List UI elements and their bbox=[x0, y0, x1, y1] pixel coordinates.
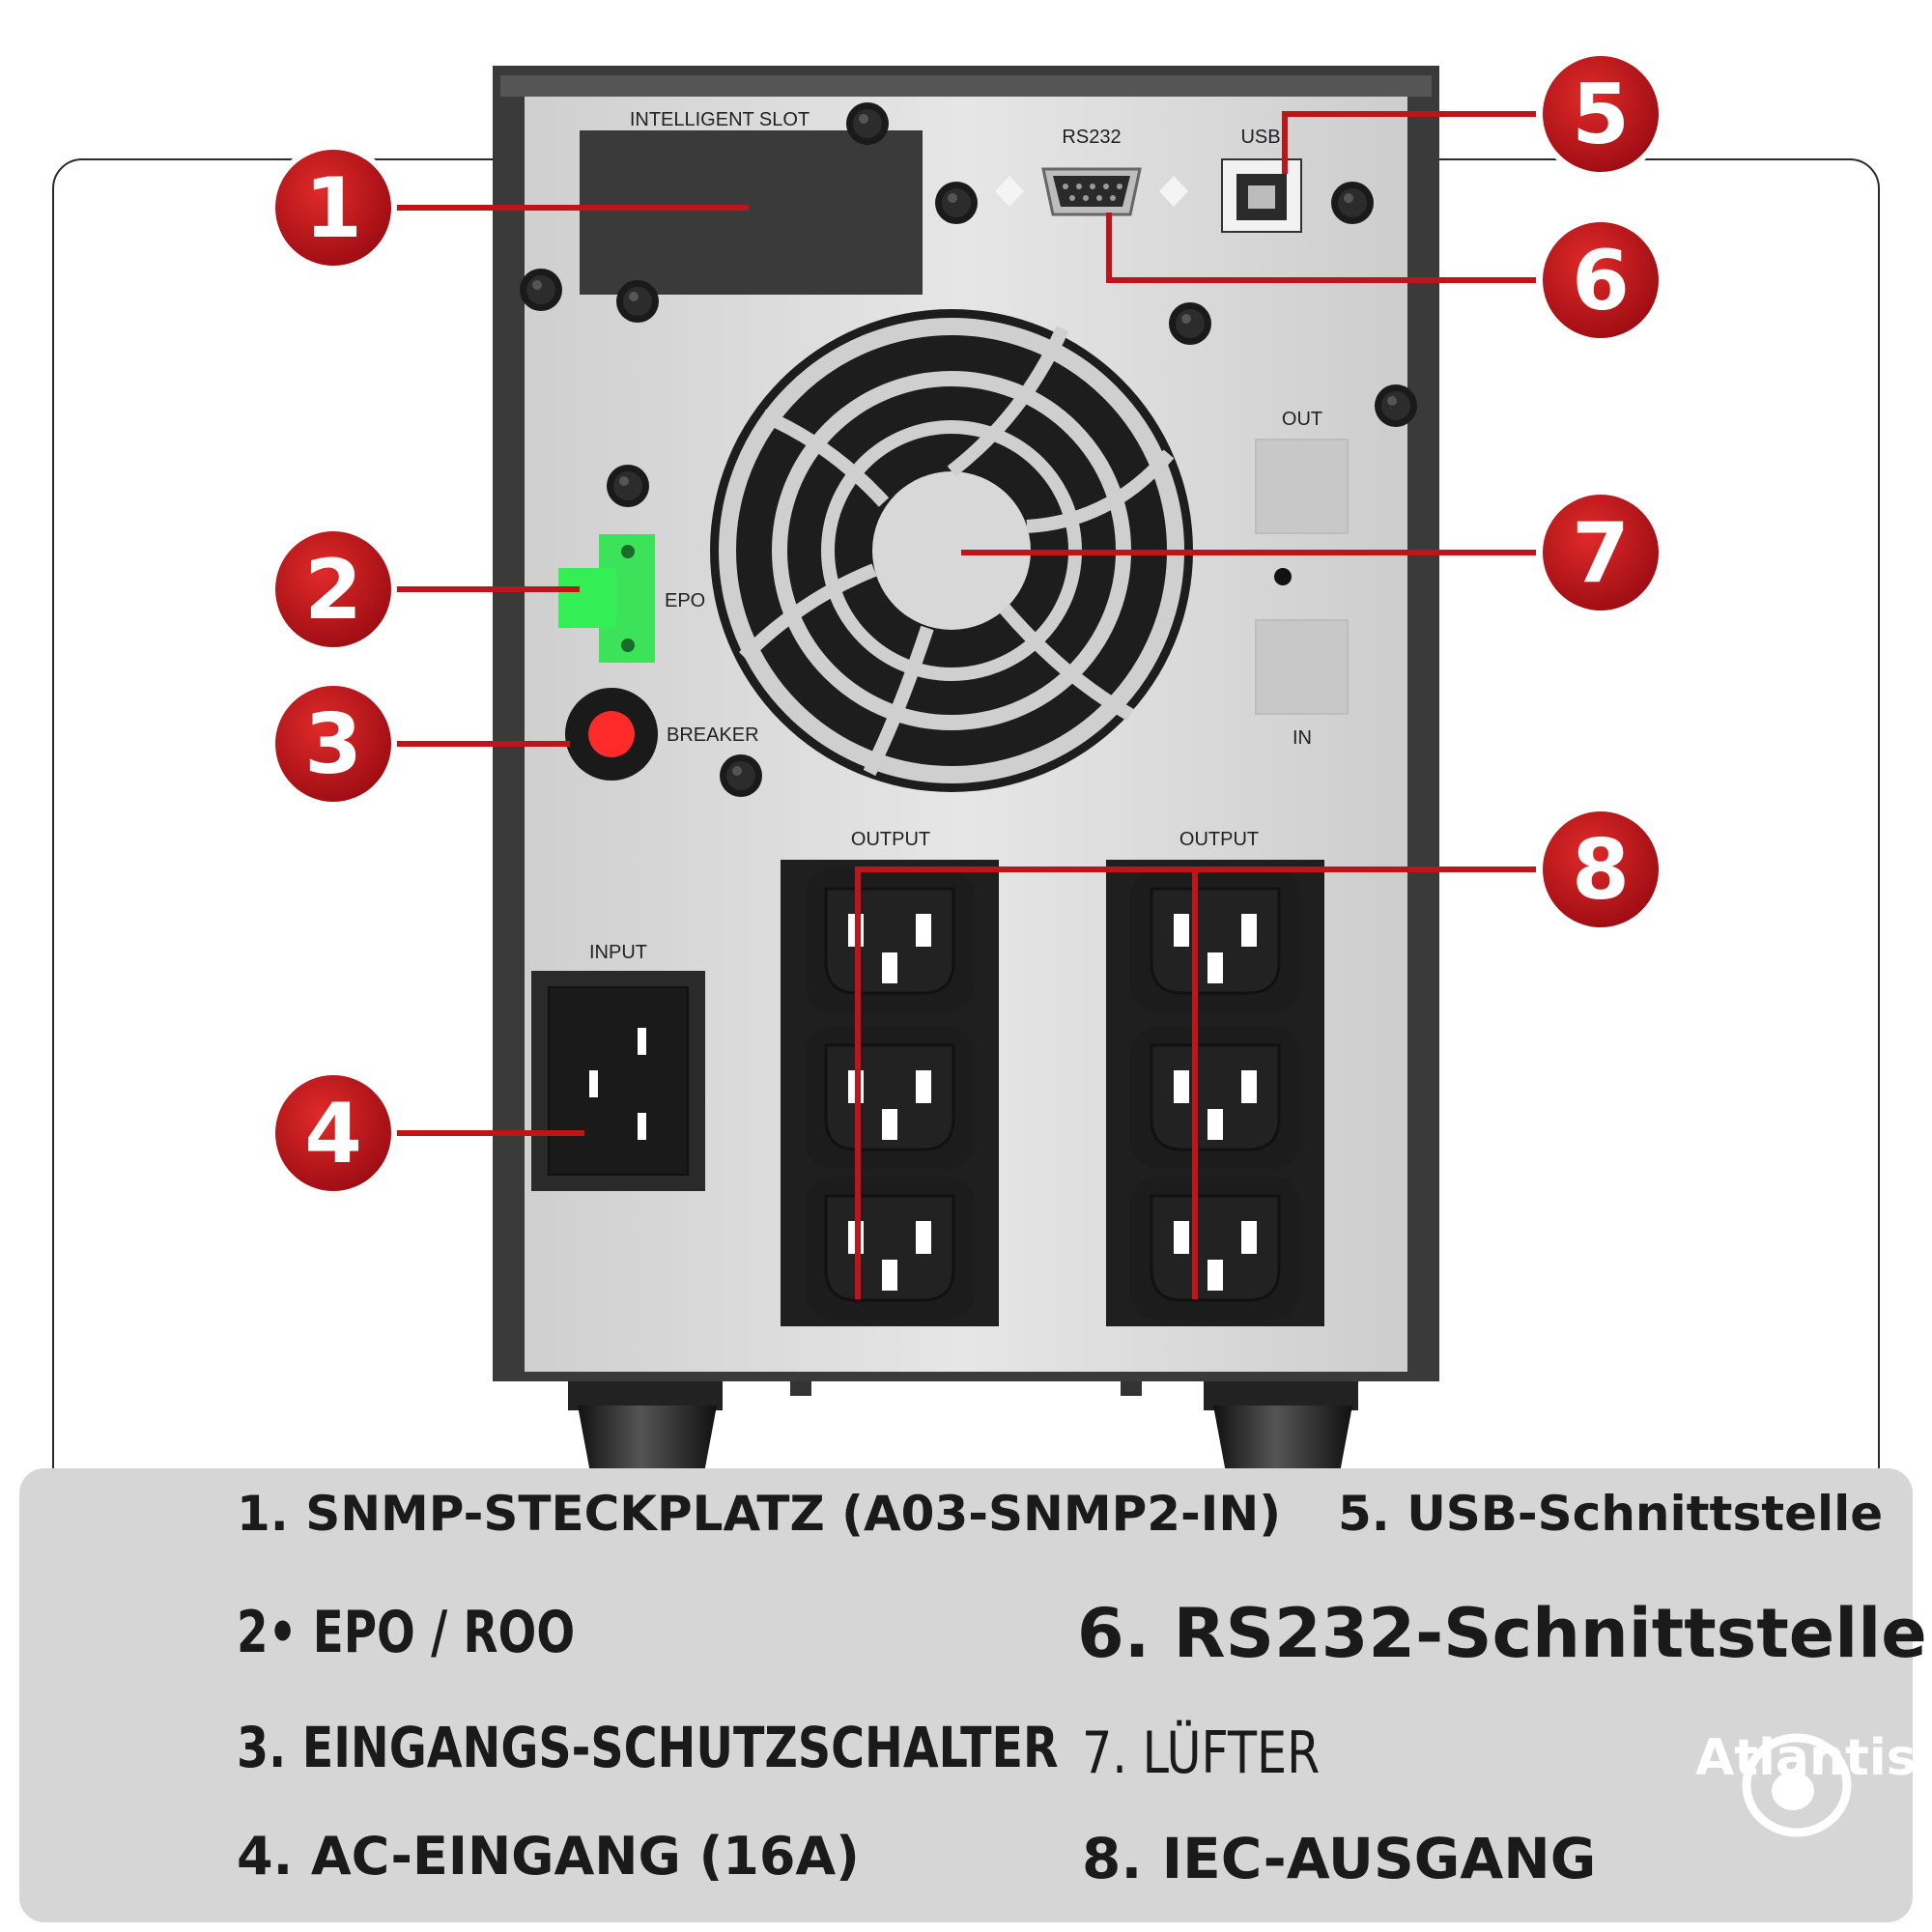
label-rs232: RS232 bbox=[1062, 127, 1121, 148]
network-in-port bbox=[1255, 619, 1349, 715]
screw-icon bbox=[1169, 302, 1211, 345]
svg-text:5: 5 bbox=[1572, 67, 1630, 163]
indicator-dot bbox=[1274, 568, 1292, 585]
screw-icon bbox=[720, 754, 762, 797]
iec-output-socket bbox=[803, 867, 977, 1014]
label-epo: EPO bbox=[665, 590, 705, 611]
legend-item-4: 4. AC-EINGANG (16A) bbox=[237, 1826, 860, 1887]
legend-item-2: 2• EPO / ROO bbox=[237, 1599, 576, 1666]
iec-output-socket bbox=[803, 1024, 977, 1171]
screw-icon bbox=[1331, 182, 1374, 224]
screw-icon bbox=[607, 465, 649, 507]
label-output-right: OUTPUT bbox=[1179, 829, 1259, 850]
screw-icon bbox=[935, 182, 978, 224]
legend-item-6: 6. RS232-Schnittstelle bbox=[1077, 1594, 1927, 1673]
callout-1: 1 bbox=[270, 144, 397, 271]
screw-icon bbox=[616, 280, 659, 323]
screw-icon bbox=[1375, 384, 1417, 427]
svg-text:1: 1 bbox=[304, 160, 362, 257]
callout-5: 5 bbox=[1537, 50, 1664, 178]
label-usb: USB bbox=[1240, 127, 1280, 148]
label-in: IN bbox=[1293, 727, 1312, 749]
label-input: INPUT bbox=[589, 942, 647, 963]
svg-text:4: 4 bbox=[304, 1086, 362, 1182]
usb-port bbox=[1221, 158, 1302, 233]
callout-leaders bbox=[333, 111, 1536, 1299]
screw-icon bbox=[846, 102, 889, 145]
device-feet bbox=[568, 1377, 1358, 1478]
screw-icon bbox=[520, 269, 562, 311]
svg-text:7: 7 bbox=[1572, 505, 1630, 602]
epo-connector bbox=[558, 534, 655, 663]
intelligent-slot bbox=[580, 130, 923, 295]
callout-6: 6 bbox=[1537, 216, 1664, 344]
svg-text:3: 3 bbox=[304, 696, 362, 793]
callout-3: 3 bbox=[270, 680, 397, 808]
svg-text:8: 8 bbox=[1572, 822, 1630, 919]
rs232-port bbox=[995, 167, 1188, 216]
ac-input-socket bbox=[531, 971, 705, 1191]
iec-output-socket bbox=[1128, 867, 1302, 1014]
label-output-left: OUTPUT bbox=[851, 829, 930, 850]
iec-output-socket bbox=[803, 1175, 977, 1321]
svg-text:6: 6 bbox=[1572, 233, 1630, 329]
breaker-switch bbox=[565, 688, 658, 781]
callout-4: 4 bbox=[270, 1069, 397, 1197]
legend-item-1: 1. SNMP-STECKPLATZ (A03-SNMP2-IN) bbox=[237, 1486, 1282, 1542]
iec-output-socket bbox=[1128, 1175, 1302, 1321]
brand-name: Atlantis bbox=[1695, 1729, 1917, 1787]
network-out-port bbox=[1255, 439, 1349, 534]
legend-panel: 1. SNMP-STECKPLATZ (A03-SNMP2-IN) 5. USB… bbox=[19, 1468, 1927, 1922]
iec-output-socket bbox=[1128, 1024, 1302, 1171]
legend-item-7: 7. LÜFTER bbox=[1082, 1719, 1321, 1787]
legend-item-5: 5. USB-Schnittstelle bbox=[1338, 1486, 1884, 1542]
label-intelligent-slot: INTELLIGENT SLOT bbox=[630, 109, 810, 130]
legend-item-3: 3. EINGANGS-SCHUTZSCHALTER bbox=[237, 1715, 1059, 1780]
callout-2: 2 bbox=[270, 526, 397, 653]
callout-7: 7 bbox=[1537, 489, 1664, 616]
legend-item-8: 8. IEC-AUSGANG bbox=[1082, 1826, 1597, 1891]
svg-text:2: 2 bbox=[304, 542, 362, 639]
atlantis-logo-icon bbox=[1742, 1733, 1852, 1837]
label-out: OUT bbox=[1282, 409, 1322, 430]
label-breaker: BREAKER bbox=[667, 724, 759, 746]
callout-8: 8 bbox=[1537, 806, 1664, 933]
